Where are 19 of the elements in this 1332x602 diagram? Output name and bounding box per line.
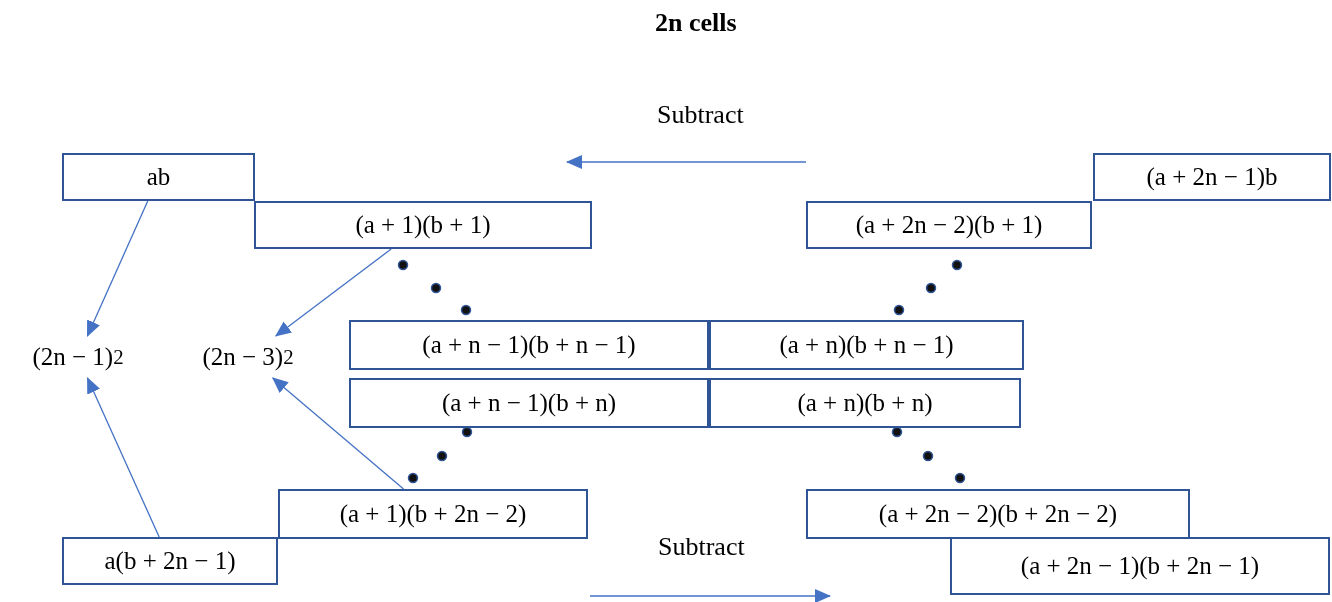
expression-box: (a + 2n − 2)(b + 2n − 2) xyxy=(806,489,1190,539)
arrow xyxy=(275,248,392,337)
arrow xyxy=(86,377,160,538)
expression-box: (a + 2n − 2)(b + 1) xyxy=(806,201,1092,249)
arrow xyxy=(86,200,149,337)
expression-box: (a + n − 1)(b + n − 1) xyxy=(349,320,709,370)
expression-box: (a + 2n − 1)(b + 2n − 1) xyxy=(950,537,1330,595)
operation-label: Subtract xyxy=(657,100,744,130)
expression-box: ab xyxy=(62,153,255,201)
expression-box: (a + n)(b + n) xyxy=(709,378,1021,428)
operation-label: Subtract xyxy=(658,532,745,562)
expression-box: (a + 1)(b + 1) xyxy=(254,201,592,249)
expression-box: a(b + 2n − 1) xyxy=(62,537,278,585)
expression-box: (a + n − 1)(b + n) xyxy=(349,378,709,428)
arrow xyxy=(272,377,405,490)
expression-box: (a + n)(b + n − 1) xyxy=(709,320,1024,370)
expression-box: (a + 1)(b + 2n − 2) xyxy=(278,489,588,539)
expression-box: (a + 2n − 1)b xyxy=(1093,153,1331,201)
title: 2n cells xyxy=(655,8,737,38)
